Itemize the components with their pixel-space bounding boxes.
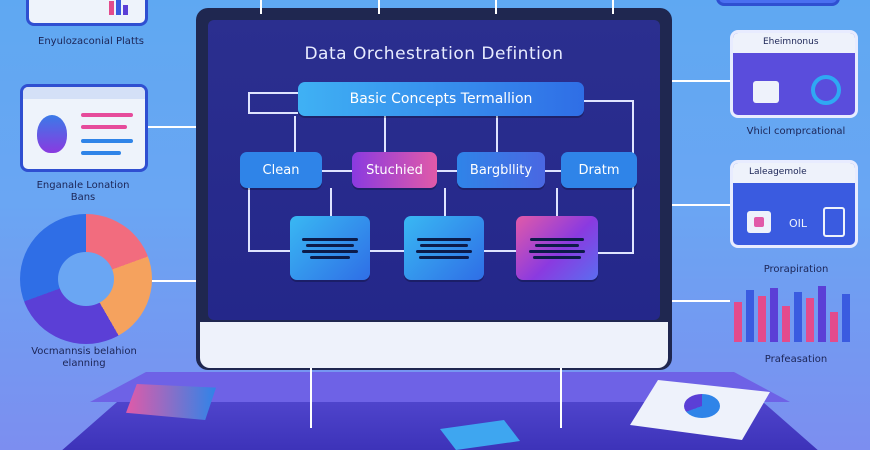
node-stuchied[interactable]: Stuchied (352, 152, 437, 188)
right-top-card (716, 0, 840, 6)
flow-wire (330, 188, 332, 216)
left-top-card (26, 0, 148, 26)
flow-wire (370, 250, 404, 252)
flow-wire (384, 116, 386, 152)
water-drop-icon (37, 115, 67, 153)
donut-chart (20, 214, 152, 344)
flow-wire (437, 170, 457, 172)
flow-wire (545, 170, 561, 172)
toggle-icon (823, 207, 845, 237)
connector-line (260, 0, 262, 14)
diagram-title: Data Orchestration Defintion (304, 44, 564, 64)
flow-wire (496, 116, 498, 152)
sub-node-3[interactable] (516, 216, 598, 280)
connector-line (672, 80, 730, 82)
flow-wire (248, 188, 250, 250)
lock-icon (753, 81, 779, 103)
flow-wire (598, 252, 634, 254)
sub-node-2[interactable] (404, 216, 484, 280)
card1-title: Eheimnonus (763, 37, 819, 47)
flow-wire (556, 188, 558, 216)
flow-wire (294, 116, 296, 152)
connector-line (152, 280, 198, 282)
monitor-chin (200, 322, 668, 368)
record-icon (747, 211, 771, 233)
flow-wire (248, 92, 298, 94)
flow-wire (444, 188, 446, 216)
connector-line (612, 0, 614, 14)
bar-chart-graphic (730, 282, 854, 342)
platform-connector (560, 368, 562, 428)
right-caption-1: Vhicl comprcational (746, 126, 846, 137)
flow-wire (248, 250, 290, 252)
connector-line (495, 0, 497, 14)
flow-wire (322, 170, 352, 172)
left-chart-card[interactable] (20, 84, 148, 172)
right-caption-3: Prafeasation (764, 354, 828, 365)
mini-bar-chart (109, 0, 131, 15)
right-caption-2: Prorapiration (763, 264, 829, 275)
card2-value: OIL (789, 217, 808, 230)
flow-wire (484, 250, 516, 252)
connector-line (378, 0, 380, 14)
connector-line (148, 126, 198, 128)
right-card-2[interactable]: Laleagemole OIL (730, 160, 858, 248)
left-caption-2: Enganale Lonation Bans (36, 180, 130, 203)
connector-line (672, 204, 730, 206)
pie-icon (684, 394, 720, 418)
node-clean[interactable]: Clean (240, 152, 322, 188)
gear-icon (811, 75, 841, 105)
platform-connector (310, 368, 312, 428)
card2-title: Laleagemole (749, 167, 807, 177)
header-node[interactable]: Basic Concepts Termallion (298, 82, 584, 116)
flow-wire (584, 100, 634, 102)
connector-line (672, 300, 730, 302)
flow-wire (248, 92, 250, 112)
sub-node-1[interactable] (290, 216, 370, 280)
platform-tile-left (126, 384, 216, 420)
node-bargbllity[interactable]: Bargbllity (457, 152, 545, 188)
flow-wire (248, 112, 298, 114)
right-card-1[interactable]: Eheimnonus (730, 30, 858, 118)
left-caption-3: Vocmannsis belahion elanning (31, 346, 137, 369)
node-dratm[interactable]: Dratm (561, 152, 637, 188)
left-caption-1: Enyulozaconial Platts (38, 36, 144, 47)
